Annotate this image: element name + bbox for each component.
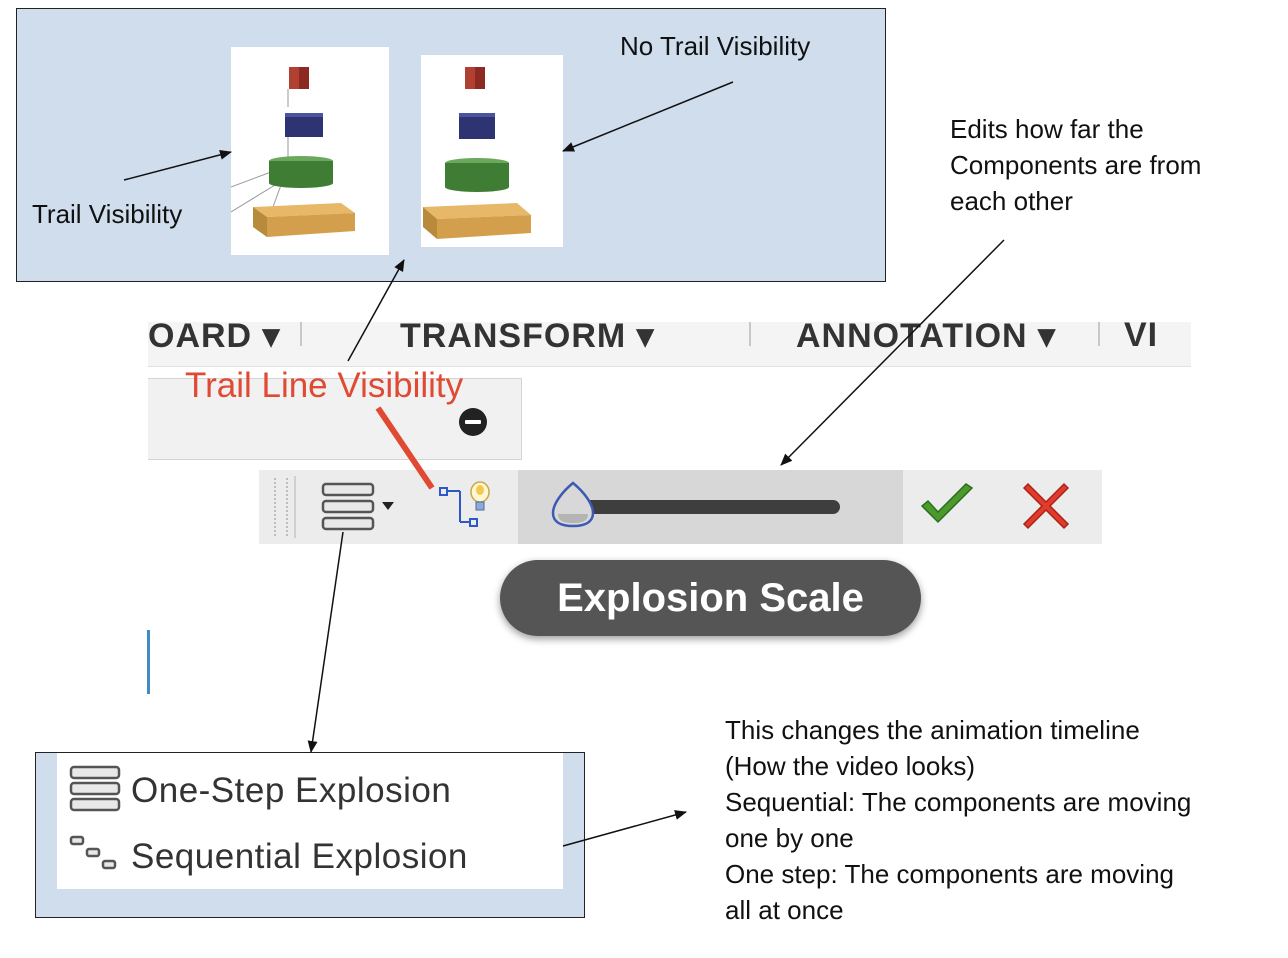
note-line: This changes the animation timeline <box>725 715 1140 745</box>
confirm-button[interactable] <box>918 480 976 530</box>
note-line: Components are from <box>950 150 1202 180</box>
trail-line-visibility-label: Trail Line Visibility <box>185 366 464 405</box>
menu-divider <box>300 322 302 346</box>
text-cursor-bar <box>147 630 150 694</box>
slider-thumb-icon <box>551 481 595 528</box>
menu-divider <box>749 322 751 346</box>
trail-visibility-label: Trail Visibility <box>32 199 183 229</box>
trail-line-visibility-button[interactable] <box>436 478 494 534</box>
note-line: (How the video looks) <box>725 751 975 781</box>
menu-item-transform[interactable]: TRANSFORM ▾ <box>400 322 655 355</box>
explosion-scale-slider-thumb[interactable] <box>550 480 596 528</box>
close-icon <box>1022 482 1070 530</box>
exploded-stack-with-trails-image <box>230 67 355 237</box>
preview-with-trails <box>230 47 389 255</box>
menu-item-view[interactable]: VI <box>1124 322 1159 354</box>
exploded-stack-without-trails-image <box>423 67 531 239</box>
menu-option-sequential[interactable]: Sequential Explosion <box>57 825 563 889</box>
menu-item-board[interactable]: OARD ▾ <box>148 322 281 355</box>
sequential-explosion-icon <box>69 835 117 870</box>
one-step-explosion-icon <box>69 765 121 812</box>
note-line: one by one <box>725 823 854 853</box>
explosion-scale-note: Edits how far the Components are from ea… <box>950 111 1201 219</box>
trail-line-visibility-icon <box>439 481 490 527</box>
explosion-type-dropdown-button[interactable] <box>318 480 402 532</box>
cancel-button[interactable] <box>1018 478 1074 534</box>
animation-timeline-note: This changes the animation timeline (How… <box>725 712 1191 928</box>
no-trail-visibility-label: No Trail Visibility <box>620 31 811 61</box>
menu-option-label: One-Step Explosion <box>131 771 452 810</box>
preview-without-trails <box>421 55 563 247</box>
explosion-scale-slider-track[interactable] <box>560 500 840 514</box>
note-line: each other <box>950 186 1073 216</box>
menu-item-annotation[interactable]: ANNOTATION ▾ <box>796 322 1057 355</box>
trail-label-pointer <box>375 406 435 490</box>
checkmark-icon <box>920 483 974 524</box>
arrow-explosion-type <box>307 531 344 753</box>
toolbar-grip-handle[interactable] <box>274 478 288 536</box>
toolbar-divider <box>294 476 296 538</box>
note-line: Sequential: The components are moving <box>725 787 1192 817</box>
explosion-scale-tooltip: Explosion Scale <box>500 560 921 636</box>
note-line: Edits how far the <box>950 114 1144 144</box>
one-step-explosion-icon <box>321 482 394 531</box>
explosion-type-menu: One-Step Explosion Sequential Explosion <box>57 753 563 889</box>
menu-option-one-step[interactable]: One-Step Explosion <box>57 759 563 823</box>
menu-option-label: Sequential Explosion <box>131 837 468 876</box>
ribbon-menu-strip: OARD ▾ TRANSFORM ▾ ANNOTATION ▾ VI <box>148 322 1191 367</box>
menu-divider <box>1098 322 1100 346</box>
collapse-icon[interactable] <box>459 408 487 436</box>
note-line: One step: The components are moving <box>725 859 1174 889</box>
note-line: all at once <box>725 895 844 925</box>
